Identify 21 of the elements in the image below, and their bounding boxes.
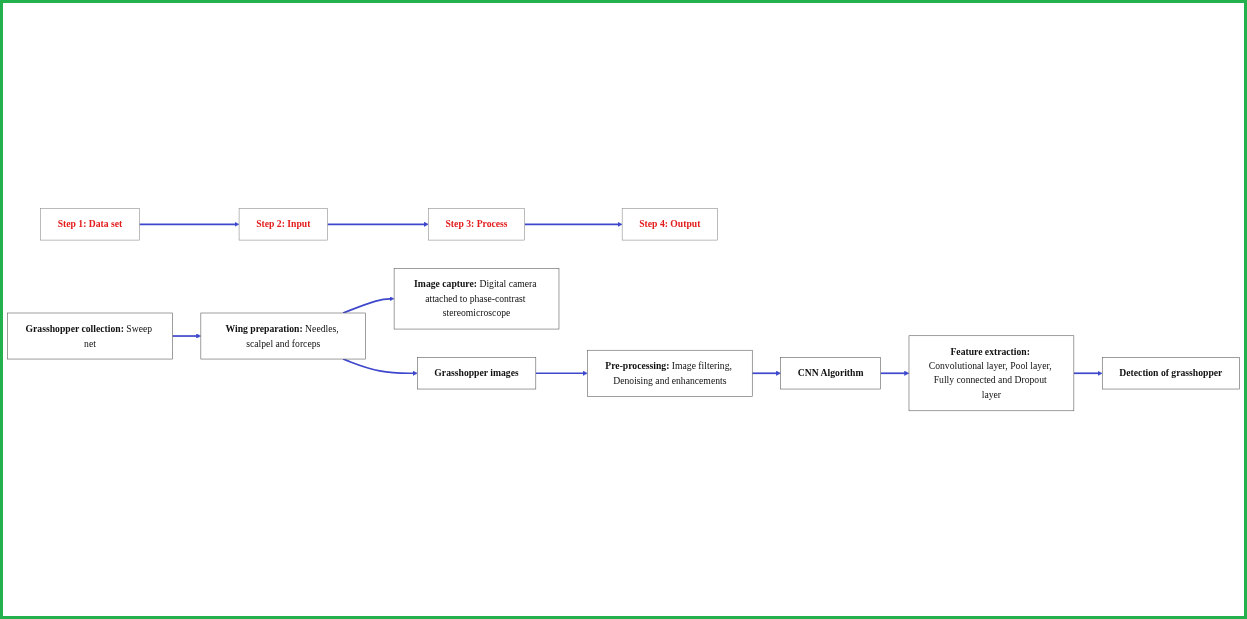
arrow xyxy=(523,221,623,227)
node-box: Detection of grasshopper xyxy=(1101,357,1240,390)
node-box: Image capture: Digital camera attached to phase-contrast stereomicroscope xyxy=(393,268,560,330)
arrow xyxy=(342,358,418,376)
arrow xyxy=(171,333,202,339)
node-box: Wing preparation: Needles, scalpel and forceps xyxy=(200,312,366,360)
arrow xyxy=(879,370,910,376)
arrow xyxy=(534,370,588,376)
node-box: CNN Algorithm xyxy=(780,357,881,390)
node-box: Step 1: Data set xyxy=(40,208,140,241)
arrow xyxy=(751,370,781,376)
arrow xyxy=(326,221,429,227)
arrow xyxy=(138,221,240,227)
node-box: Grasshopper collection: Sweep net xyxy=(7,312,173,360)
node-box: Step 4: Output xyxy=(621,208,718,241)
node-box: Pre-processing: Image filtering, Denoising and enhancements xyxy=(587,349,753,397)
arrow xyxy=(1073,370,1103,376)
node-box: Step 3: Process xyxy=(428,208,525,241)
node-box: Step 2: Input xyxy=(238,208,328,241)
node-box: Feature extraction: Convolutional layer, Pool layer, Fully connected and Dropout layer xyxy=(908,335,1075,411)
node-box: Grasshopper images xyxy=(417,357,537,390)
